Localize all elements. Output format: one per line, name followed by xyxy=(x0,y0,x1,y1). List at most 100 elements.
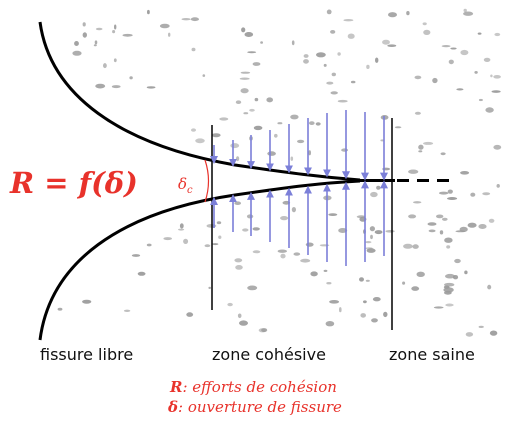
speckle-dot xyxy=(280,216,288,220)
speckle-dot xyxy=(351,81,356,84)
speckle-dot xyxy=(445,274,455,279)
speckle-dot xyxy=(114,58,117,62)
speckle-dot xyxy=(147,244,152,247)
speckle-dot xyxy=(383,312,387,317)
speckle-dot xyxy=(454,259,461,263)
legend-r-line: R: efforts de cohésion xyxy=(169,378,337,396)
speckle-dot xyxy=(370,235,373,239)
speckle-dot xyxy=(247,51,256,53)
speckle-dot xyxy=(255,98,259,101)
speckle-dot xyxy=(219,117,228,120)
speckle-dot xyxy=(163,237,172,240)
speckle-dot xyxy=(253,62,261,66)
speckle-dot xyxy=(428,222,437,226)
speckle-dot xyxy=(474,71,477,74)
speckle-dot xyxy=(254,126,263,130)
speckle-dot xyxy=(440,230,443,234)
free-crack-label: fissure libre xyxy=(40,345,133,364)
speckle-dot xyxy=(195,138,205,143)
speckle-dot xyxy=(253,227,260,230)
speckle-dot xyxy=(114,25,116,30)
speckle-dot xyxy=(444,291,452,295)
speckle-dot xyxy=(348,34,355,39)
speckle-dot xyxy=(182,18,191,20)
speckle-dot xyxy=(212,243,218,245)
speckle-dot xyxy=(370,226,375,231)
speckle-dot xyxy=(487,285,491,290)
speckle-dot xyxy=(402,282,405,285)
speckle-dot xyxy=(327,10,332,15)
speckle-dot xyxy=(388,12,397,17)
speckle-dot xyxy=(343,19,353,21)
speckle-dot xyxy=(468,223,477,228)
speckle-dot xyxy=(331,91,338,94)
speckle-dot xyxy=(485,107,493,112)
speckle-dot xyxy=(444,238,452,243)
speckle-dot xyxy=(274,134,278,138)
speckle-dot xyxy=(235,265,243,270)
speckle-dot xyxy=(490,75,492,78)
speckle-dot xyxy=(460,50,468,55)
speckle-dot xyxy=(373,297,381,301)
speckle-dot xyxy=(412,244,418,249)
speckle-dot xyxy=(309,121,315,125)
speckle-dot xyxy=(103,63,107,68)
speckle-dot xyxy=(456,88,463,90)
speckle-dot xyxy=(95,40,98,44)
speckle-dot xyxy=(339,307,342,312)
speckle-dot xyxy=(191,128,196,131)
speckle-dot xyxy=(147,86,156,88)
speckle-dot xyxy=(359,277,364,281)
speckle-dot xyxy=(444,286,450,289)
speckle-dot xyxy=(300,259,310,263)
speckle-dot xyxy=(417,272,425,277)
speckle-dot xyxy=(497,184,500,188)
speckle-dot xyxy=(493,75,501,79)
speckle-dot xyxy=(83,32,87,37)
speckle-dot xyxy=(436,215,443,219)
speckle-dot xyxy=(212,133,221,137)
speckle-dot xyxy=(205,244,211,247)
speckle-dot xyxy=(245,32,254,37)
speckle-dot xyxy=(191,17,199,21)
speckle-dot xyxy=(418,145,423,150)
speckle-dot xyxy=(387,44,396,47)
speckle-dot xyxy=(360,313,366,318)
speckle-dot xyxy=(423,22,427,25)
speckle-dot xyxy=(236,156,239,161)
speckle-dot xyxy=(326,321,335,326)
speckle-dot xyxy=(122,34,132,37)
speckle-dot xyxy=(83,22,86,26)
speckle-dot xyxy=(266,97,273,102)
speckle-dot xyxy=(240,78,250,80)
speckle-dot xyxy=(260,41,263,44)
speckle-dot xyxy=(479,326,484,328)
speckle-dot xyxy=(326,82,333,85)
speckle-dot xyxy=(448,190,453,194)
speckle-dot xyxy=(138,272,146,276)
speckle-dot xyxy=(290,115,298,120)
speckle-dot xyxy=(294,252,301,255)
speckle-dot xyxy=(434,306,444,308)
speckle-dot xyxy=(241,88,249,93)
speckle-dot xyxy=(94,44,97,46)
speckle-dot xyxy=(112,85,121,88)
speckle-dot xyxy=(418,150,422,152)
speckle-dot xyxy=(186,312,193,317)
speckle-dot xyxy=(442,218,448,221)
speckle-dot xyxy=(382,40,390,45)
speckle-dot xyxy=(316,52,326,57)
speckle-dot xyxy=(208,287,211,289)
speckle-dot xyxy=(292,207,296,212)
critical-opening-label: δc xyxy=(178,175,193,196)
speckle-dot xyxy=(72,51,81,56)
speckle-dot xyxy=(332,73,336,77)
speckle-dot xyxy=(234,258,242,262)
speckle-dot xyxy=(249,109,255,112)
speckle-dot xyxy=(432,78,437,83)
speckle-dot xyxy=(441,152,446,155)
speckle-dot xyxy=(267,151,276,156)
speckle-dot xyxy=(449,60,454,65)
speckle-dot xyxy=(478,33,482,35)
